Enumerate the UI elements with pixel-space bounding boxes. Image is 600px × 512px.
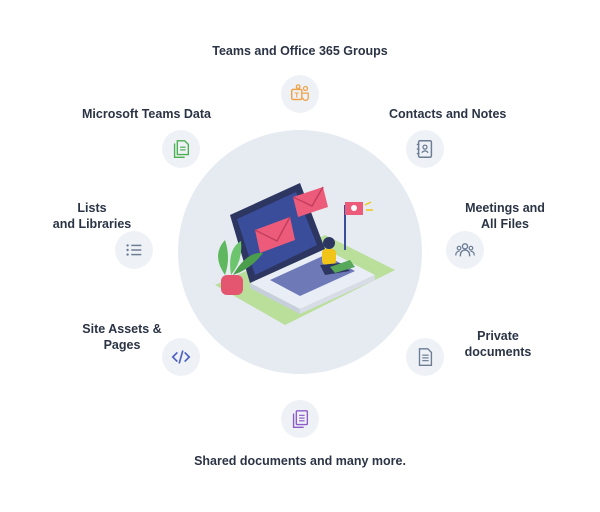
- copy-documents-icon: [292, 410, 309, 428]
- people-icon: [455, 243, 475, 257]
- label-lists-line1: Lists: [77, 201, 107, 215]
- code-icon-circle: [162, 338, 200, 376]
- label-private-line1: Private: [477, 329, 519, 343]
- document-icon-circle: [406, 338, 444, 376]
- contacts-icon-circle: [406, 130, 444, 168]
- document-icon: [418, 348, 433, 366]
- list-icon: [126, 244, 142, 256]
- label-contacts-notes: Contacts and Notes: [389, 107, 507, 121]
- label-lists-line2: and Libraries: [52, 217, 132, 231]
- label-shared-documents: Shared documents and many more.: [194, 454, 406, 468]
- code-icon: [171, 350, 191, 364]
- teams-icon-circle: T: [281, 75, 319, 113]
- laptop-with-email-icon: [215, 183, 395, 325]
- teams-data-icon-circle: [162, 130, 200, 168]
- label-meetings-line1: Meetings and: [465, 201, 545, 215]
- label-meetings-line2: All Files: [481, 217, 529, 231]
- label-site-assets-line2: Pages: [103, 338, 141, 352]
- label-lists-libraries: Lists and Libraries: [40, 200, 144, 232]
- label-microsoft-teams-data: Microsoft Teams Data: [82, 107, 211, 121]
- label-site-assets: Site Assets & Pages: [70, 321, 174, 353]
- label-private-documents: Private documents: [456, 328, 540, 360]
- label-private-line2: documents: [464, 345, 532, 359]
- teams-icon: T: [291, 84, 309, 101]
- label-teams-office-groups: Teams and Office 365 Groups: [212, 44, 388, 58]
- label-site-assets-line1: Site Assets &: [82, 322, 162, 336]
- svg-text:T: T: [295, 91, 300, 100]
- shared-docs-icon-circle: [281, 400, 319, 438]
- people-icon-circle: [446, 231, 484, 269]
- file-copy-icon: [173, 140, 190, 158]
- contacts-book-icon: [416, 140, 433, 158]
- label-meetings-files: Meetings and All Files: [455, 200, 555, 232]
- list-icon-circle: [115, 231, 153, 269]
